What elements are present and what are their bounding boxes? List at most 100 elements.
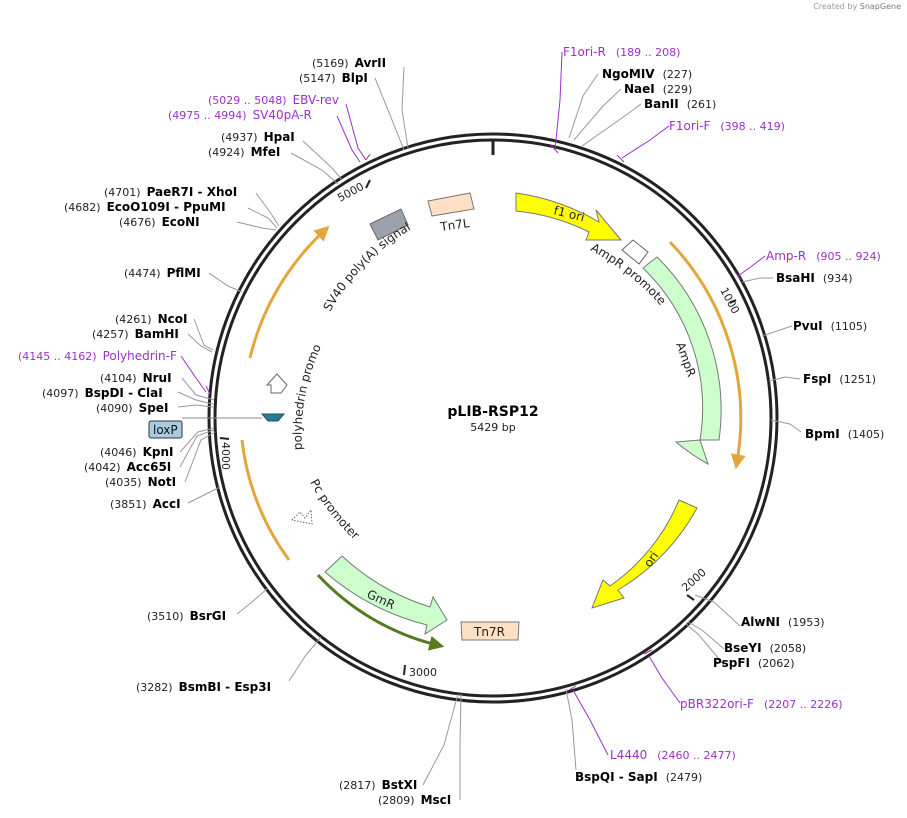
site-pflmi-name: PflMI <box>167 266 201 280</box>
site-pflmi-pos: (4474) <box>124 267 161 280</box>
site-mfei-pos: (4924) <box>208 146 245 159</box>
site-acci: (3851)AccI <box>110 497 181 511</box>
site-mfei: (4924) MfeI <box>208 145 280 159</box>
site-paer7i-xhoi: (4701)PaeR7I - XhoI <box>104 185 237 199</box>
site-bstxi-pos: (2817) <box>339 779 376 792</box>
site-avrii: (5169)AvrII <box>312 56 386 70</box>
site-ecoo109i-name: EcoO109I <box>107 200 170 214</box>
site-bsahi-pos: (934) <box>823 272 853 285</box>
site-alwni-name: AlwNI <box>741 615 780 629</box>
primer-f1ori-r-name: F1ori-R <box>563 45 606 59</box>
site-bsmbi-esp3i: (3282)BsmBI - Esp3I <box>136 680 271 694</box>
site-bamhi-pos: (4257) <box>92 328 129 341</box>
site-msci: (2809)MscI <box>378 793 451 807</box>
tick-5000: 5000 <box>335 180 366 205</box>
site-ecoo109i-pos: (4682) <box>64 201 101 214</box>
feature-pc-promoter-arrow <box>290 508 313 525</box>
feature-ampr <box>642 256 722 466</box>
primer-polyhedrin-f: (4145 .. 4162)Polyhedrin-F <box>18 349 177 363</box>
site-alwni-pos: (1953) <box>788 616 825 629</box>
primer-l4440-range: (2460 .. 2477) <box>657 749 736 762</box>
label-pc-promoter-path: Pc promoter <box>307 477 362 543</box>
primer-amp-r-range: (905 .. 924) <box>816 250 881 263</box>
primer-amp-r: Amp-R (905 .. 924) <box>766 249 881 263</box>
site-bstxi: (2817) BstXI <box>339 778 417 792</box>
site-paer7i-name: PaeR7I <box>147 185 194 199</box>
site-xhoi-name: XhoI <box>207 185 238 199</box>
site-econi: (4676) EcoNI <box>119 215 200 229</box>
primer-f1ori-f-name: F1ori-F <box>669 119 710 133</box>
site-pspfi-pos: (2062) <box>758 657 795 670</box>
feature-ampr-promoter-arrow <box>621 239 649 265</box>
site-naei-pos: (229) <box>663 83 693 96</box>
orf-arrow-left-lower <box>240 439 291 561</box>
site-ppumi-name: PpuMI <box>183 200 225 214</box>
site-bseyi: BseYI(2058) <box>724 641 806 655</box>
site-bsrgi-pos: (3510) <box>147 610 184 623</box>
site-noti: (4035)NotI <box>105 475 176 489</box>
tick-2000: 2000 <box>679 566 709 594</box>
orf-arrow-ampr <box>668 240 746 470</box>
site-econi-name: EcoNI <box>162 215 200 229</box>
site-spei-name: SpeI <box>139 401 169 415</box>
site-acci-name: AccI <box>153 497 181 511</box>
site-banii-pos: (261) <box>687 98 717 111</box>
site-banii-name: BanII <box>644 97 679 111</box>
primer-f1ori-r: F1ori-R(189 .. 208) <box>563 45 680 59</box>
site-bseyi-pos: (2058) <box>770 642 807 655</box>
site-ecoo109i-ppumi: (4682)EcoO109I - PpuMI <box>64 200 226 214</box>
primer-pbr322ori-f: pBR322ori-F(2207 .. 2226) <box>680 697 843 711</box>
site-bsmbi-pos: (3282) <box>136 681 173 694</box>
site-bsahi: BsaHI(934) <box>776 271 853 285</box>
site-ncoi-pos: (4261) <box>115 313 152 326</box>
site-blpi-pos: (5147) <box>299 72 336 85</box>
site-bspdi-clai: (4097)BspDI - ClaI <box>42 386 163 400</box>
site-kpni-name: KpnI <box>143 445 174 459</box>
primer-l4440: L4440 (2460 .. 2477) <box>610 748 736 762</box>
primer-ebv-rev-name: EBV-rev <box>293 93 339 107</box>
feature-tn7r <box>460 621 520 641</box>
site-kpni: (4046)KpnI <box>100 445 173 459</box>
feature-gmr <box>324 555 448 636</box>
site-ncoi: (4261) NcoI <box>115 312 187 326</box>
site-hpai-pos: (4937) <box>221 131 258 144</box>
plasmid-name: pLIB-RSP12 <box>447 404 538 420</box>
label-tn7r: Tn7R <box>473 625 505 639</box>
primer-polyhedrin-f-range: (4145 .. 4162) <box>18 350 97 363</box>
primer-ebv-rev-range: (5029 .. 5048) <box>208 94 287 107</box>
feature-ori <box>591 499 698 609</box>
site-bspqi-sapi: BspQI - SapI(2479) <box>575 770 702 784</box>
site-fspi: FspI(1251) <box>803 372 876 386</box>
site-bstxi-name: BstXI <box>382 778 418 792</box>
label-sv40-polya-path: SV40 poly(A) signal <box>320 220 412 314</box>
site-paer7i-pos: (4701) <box>104 186 141 199</box>
site-avrii-pos: (5169) <box>312 57 349 70</box>
site-naei: NaeI(229) <box>624 82 692 96</box>
site-fspi-name: FspI <box>803 372 831 386</box>
primer-f1ori-f: F1ori-F(398 .. 419) <box>669 119 785 133</box>
site-spei-pos: (4090) <box>96 402 133 415</box>
site-econi-pos: (4676) <box>119 216 156 229</box>
site-alwni: AlwNI (1953) <box>741 615 825 629</box>
site-bamhi: (4257)BamHI <box>92 327 179 341</box>
feature-sv40-polya <box>369 208 409 241</box>
primer-sv40pa-r: (4975 .. 4994)SV40pA-R <box>168 108 312 122</box>
primer-sv40pa-r-name: SV40pA-R <box>253 108 312 122</box>
site-nrui-pos: (4104) <box>100 372 137 385</box>
site-ngomiv: NgoMIV(227) <box>602 67 692 81</box>
site-bspdi-pos: (4097) <box>42 387 79 400</box>
site-pspfi: PspFI(2062) <box>713 656 795 670</box>
primer-amp-r-name: Amp-R <box>766 249 806 263</box>
site-mfei-name: MfeI <box>251 145 281 159</box>
site-bspqi-pos: (2479) <box>666 771 703 784</box>
feature-loxp: loxP <box>148 417 262 439</box>
site-ncoi-name: NcoI <box>158 312 188 326</box>
orf-arrow-left-upper <box>248 225 330 359</box>
feature-polyhedrin-marker <box>260 413 286 422</box>
primer-l4440-name: L4440 <box>610 748 647 762</box>
site-noti-name: NotI <box>148 475 177 489</box>
label-pc-promoter: Pc promoter <box>307 477 362 543</box>
credit-prefix: Created by <box>813 2 858 11</box>
site-acc65i: (4042)Acc65I <box>84 460 171 474</box>
site-bpmi: BpmI(1405) <box>805 427 884 441</box>
